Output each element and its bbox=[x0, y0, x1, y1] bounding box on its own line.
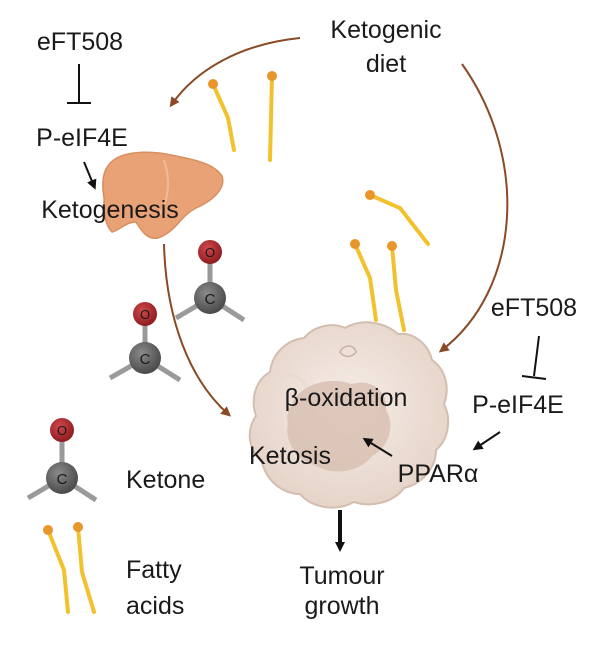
brown-arrows bbox=[163, 37, 509, 417]
peif4e-right-label: P-eIF4E bbox=[472, 391, 564, 419]
liver bbox=[102, 151, 224, 240]
beta-oxidation-label: β-oxidation bbox=[285, 384, 408, 412]
ppara-label: PPARα bbox=[398, 460, 479, 488]
eft508-left-label: eFT508 bbox=[37, 28, 123, 56]
inhibition-right bbox=[533, 335, 540, 377]
ketone-molecule: O C bbox=[108, 302, 182, 383]
oxygen-atom-symbol: O bbox=[205, 245, 215, 260]
legend-ketone-label: Ketone bbox=[126, 466, 205, 494]
ketogenic-diet-label-line2: diet bbox=[366, 50, 406, 78]
ketogenic-diet-label-line1: Ketogenic bbox=[330, 16, 441, 44]
fatty-acid-molecule bbox=[365, 190, 430, 246]
arrow-ppara-to-betaox bbox=[362, 437, 393, 457]
oxygen-atom-symbol: O bbox=[140, 307, 150, 322]
black-arrows bbox=[67, 64, 547, 552]
labels: Ketogenic diet eFT508 P-eIF4E Ketogenesi… bbox=[36, 16, 577, 620]
tumour-growth-label-line1: Tumour bbox=[299, 562, 384, 590]
fatty-acid-molecule bbox=[208, 79, 236, 152]
arrow-diet-to-liver bbox=[169, 37, 301, 108]
arrow-peif4e-to-ketogenesis bbox=[83, 161, 97, 190]
carbon-atom-symbol: C bbox=[140, 351, 151, 368]
tumour-cell bbox=[248, 321, 450, 509]
arrow-diet-to-tumour bbox=[438, 63, 509, 353]
ketone-molecule: O C bbox=[174, 240, 246, 323]
tumour-growth-label-line2: growth bbox=[304, 592, 379, 620]
carbon-atom-symbol: C bbox=[205, 291, 216, 308]
ketosis-label: Ketosis bbox=[249, 442, 331, 470]
fatty-acid-molecule bbox=[350, 239, 378, 322]
fatty-acid-molecule bbox=[267, 71, 277, 162]
fatty-acid-legend-icon bbox=[43, 522, 96, 614]
fatty-acid-molecule bbox=[387, 241, 406, 332]
ketone-legend-icon: O C bbox=[26, 418, 98, 503]
arrow-peif4e-to-ppara bbox=[472, 431, 501, 451]
nucleus bbox=[287, 380, 391, 472]
ketogenesis-label: Ketogenesis bbox=[41, 196, 179, 224]
eft508-right-label: eFT508 bbox=[491, 294, 577, 322]
oxygen-atom-symbol: O bbox=[57, 423, 67, 438]
arrow-liver-to-tumour bbox=[163, 243, 231, 417]
peif4e-left-label: P-eIF4E bbox=[36, 124, 128, 152]
legend-fatty-acids-label-line2: acids bbox=[126, 592, 184, 620]
fatty-acids bbox=[43, 71, 430, 614]
legend-fatty-acids-label-line1: Fatty bbox=[126, 556, 182, 584]
carbon-atom-symbol: C bbox=[57, 471, 68, 488]
